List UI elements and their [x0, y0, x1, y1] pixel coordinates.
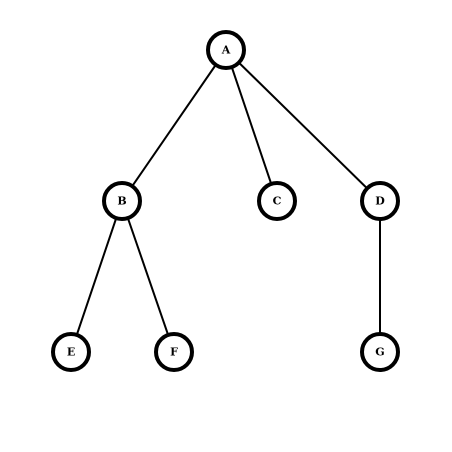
node-f-circle: [154, 332, 194, 372]
node-b-label: B: [117, 195, 126, 208]
edge-a-d: [225, 49, 381, 202]
edges-layer: [70, 49, 381, 353]
edge-b-e: [70, 200, 123, 353]
edge-a-c: [225, 49, 278, 202]
edge-b-f: [121, 200, 175, 353]
edge-a-b: [121, 49, 227, 202]
node-d: D: [360, 181, 400, 221]
node-d-label: D: [375, 195, 385, 208]
node-g-label: G: [375, 346, 384, 359]
node-g: G: [360, 332, 400, 372]
node-c-label: C: [273, 195, 282, 208]
node-c: C: [257, 181, 297, 221]
node-d-circle: [360, 181, 400, 221]
node-f-label: F: [170, 346, 178, 359]
node-b: B: [102, 181, 142, 221]
node-g-circle: [360, 332, 400, 372]
nodes-layer: A B C D E F G: [51, 30, 400, 372]
node-b-circle: [102, 181, 142, 221]
node-a-label: A: [221, 44, 231, 57]
node-e-label: E: [67, 346, 75, 359]
node-e-circle: [51, 332, 91, 372]
node-e: E: [51, 332, 91, 372]
node-a-circle: [206, 30, 246, 70]
node-f: F: [154, 332, 194, 372]
node-c-circle: [257, 181, 297, 221]
node-a: A: [206, 30, 246, 70]
